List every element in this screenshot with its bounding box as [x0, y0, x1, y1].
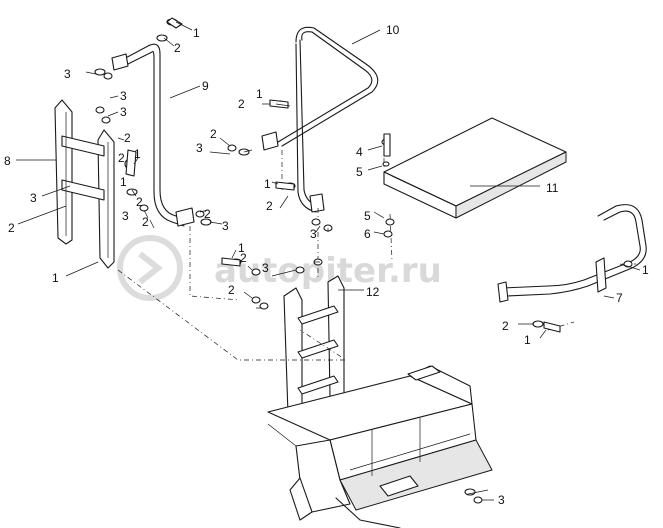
callout-c35: 12 — [366, 285, 380, 299]
watermark: autopiter.ru — [117, 235, 442, 301]
callout-c40: 2 — [502, 319, 509, 333]
callout-c6: 3 — [120, 105, 127, 119]
callouts: 1 2 3 3 9 3 2 8 2 1 3 2 1 2 3 10 1 2 3 2… — [4, 23, 649, 507]
callout-c31: 3 — [310, 227, 317, 241]
callout-c28: 5 — [364, 209, 371, 223]
callout-c26: 2 — [204, 207, 211, 221]
callout-c8: 8 — [4, 154, 11, 168]
callout-c41: 3 — [498, 493, 505, 507]
callout-c9: 2 — [118, 151, 125, 165]
callout-c1: 1 — [193, 26, 200, 40]
right-handrail — [497, 204, 647, 303]
callout-c4: 3 — [120, 89, 127, 103]
callout-c24: 1 — [264, 177, 271, 191]
watermark-logo-icon — [117, 235, 183, 301]
callout-c21: 4 — [356, 145, 363, 159]
callout-c38: 2 — [228, 283, 235, 297]
callout-c11: 3 — [30, 191, 37, 205]
callout-c2: 2 — [174, 41, 181, 55]
callout-c25: 2 — [266, 199, 273, 213]
left-ladder-frame — [54, 99, 115, 269]
callout-c22: 5 — [356, 165, 363, 179]
step-plate — [383, 117, 567, 219]
callout-c19: 3 — [196, 141, 203, 155]
callout-c15: 3 — [122, 209, 129, 223]
chassis-bracket — [267, 365, 493, 528]
callout-c20: 2 — [210, 127, 217, 141]
callout-c34: 3 — [262, 261, 269, 275]
callout-c23: 11 — [546, 181, 559, 195]
callout-c42: 1 — [524, 333, 531, 347]
callout-c37: 7 — [616, 291, 623, 305]
callout-c14: 2 — [8, 221, 15, 235]
callout-c16: 10 — [386, 23, 400, 37]
callout-c12: 2 — [136, 195, 143, 209]
callout-c36: 1 — [238, 241, 245, 255]
callout-c27: 3 — [222, 219, 229, 233]
center-handrail — [261, 26, 379, 213]
callout-c13: 1 — [120, 175, 127, 189]
callout-c5: 9 — [202, 79, 209, 93]
callout-c7: 2 — [124, 131, 131, 145]
callout-c30: 1 — [52, 271, 59, 285]
callout-c33: 2 — [240, 251, 247, 265]
watermark-arrow-icon — [138, 251, 163, 285]
callout-c39: 1 — [642, 263, 649, 277]
callout-c3: 3 — [64, 67, 71, 81]
left-handrail — [111, 43, 195, 227]
leader-lines — [16, 21, 641, 501]
callout-c29: 6 — [364, 227, 371, 241]
callout-c32: 2 — [142, 215, 149, 229]
callout-c10: 1 — [134, 147, 141, 161]
hardware — [94, 17, 633, 504]
callout-c18: 2 — [238, 97, 245, 111]
callout-c17: 1 — [256, 87, 263, 101]
